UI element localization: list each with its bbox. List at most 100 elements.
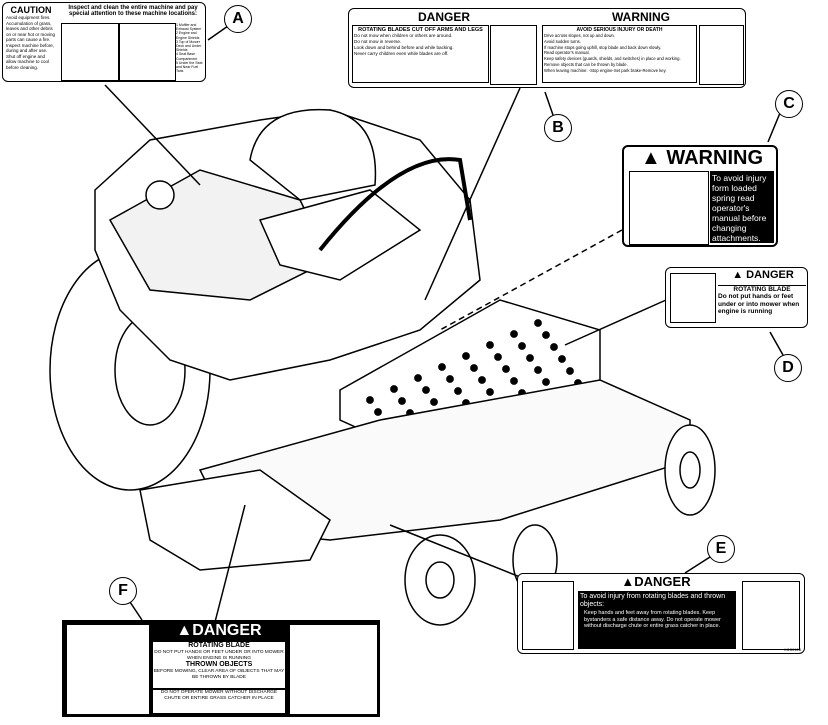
warning-item: Drive across slopes, not up and down. [544, 33, 615, 38]
platform-hole [526, 354, 534, 362]
platform-hole [446, 375, 454, 383]
danger-title: To avoid injury from rotating blades and… [580, 593, 726, 608]
thrown-objects-pictogram [742, 581, 800, 650]
platform-hole [430, 398, 438, 406]
blade-hand-foot-pictogram [522, 581, 574, 650]
alert-triangle-icon: ▲ [732, 269, 747, 281]
danger-signal-text: DANGER [192, 622, 262, 639]
blade-hand-foot-pictogram [670, 273, 716, 323]
danger-text: Keep hands and feet away from rotating b… [584, 610, 721, 629]
seat-cushion [258, 189, 422, 281]
platform-hole [542, 378, 550, 386]
caution-line: Inspect machine before, during and after… [6, 42, 55, 54]
danger-signal-text: DANGER [634, 574, 691, 589]
label-b-danger-warning: DANGER ROTATING BLADES CUT OFF ARMS AND … [348, 8, 746, 88]
platform-hole [398, 397, 406, 405]
platform-hole [390, 385, 398, 393]
hand-spring-pictogram [629, 171, 709, 245]
danger-signal: DANGER [417, 10, 470, 24]
platform-hole [470, 364, 478, 372]
platform-hole [486, 388, 494, 396]
discharge-chute-text: DO NOT OPERATE MOWER WITHOUT DISCHARGE C… [153, 690, 285, 713]
blade-hand-foot-pictogram [66, 624, 150, 715]
callout-a: A [224, 5, 252, 33]
label-code: M150128 [784, 647, 801, 652]
thrown-objects-title: THROWN OBJECTS [185, 661, 253, 668]
platform-hole [534, 366, 542, 374]
platform-hole [422, 386, 430, 394]
platform-hole [534, 319, 542, 327]
location-item: 4 Seat Base Compartment [176, 52, 198, 61]
machine-side-view-image [61, 23, 119, 81]
danger-signal: ▲DANGER [576, 574, 736, 589]
thrown-objects-text: BEFORE MOWING, CLEAR AREA OF OBJECTS THA… [153, 669, 285, 680]
control-lever [318, 157, 472, 252]
danger-item: Do not mow in reverse. [354, 39, 402, 44]
thrown-objects-pictogram [289, 624, 378, 715]
callout-b: B [544, 114, 572, 142]
fuel-cap [145, 180, 175, 210]
child-run-over-pictogram [490, 25, 537, 85]
callout-c: C [775, 90, 803, 118]
location-item: 2 Engine and Engine Shields [176, 31, 200, 40]
callout-e: E [707, 535, 735, 563]
machine-top-view-image [119, 23, 176, 81]
danger-signal: ▲DANGER [152, 622, 286, 640]
warning-signal: ▲ WARNING [628, 147, 776, 170]
platform-hole [374, 408, 382, 416]
warning-item: Read operator's manual. [544, 50, 590, 56]
platform-hole [462, 352, 470, 360]
rollover-pictogram [699, 25, 744, 85]
platform-hole [486, 341, 494, 349]
danger-item: Never carry children even while blades a… [354, 51, 449, 56]
alert-triangle-icon: ▲ [621, 574, 635, 589]
danger-title: ROTATING BLADES CUT OFF ARMS AND LEGS [358, 27, 483, 33]
warning-item: If machine stops going uphill, stop blad… [544, 44, 662, 50]
platform-hole [518, 342, 526, 350]
label-c-warning: ▲ WARNING To avoid injury form loaded sp… [622, 145, 778, 247]
danger-text: Do not put hands or feet under or into m… [718, 293, 800, 315]
label-a-caution: CAUTION Avoid equipment fires. Accumulat… [2, 2, 206, 82]
platform-hole [366, 396, 374, 404]
danger-item: Do not mow when children or others are a… [354, 33, 453, 38]
platform-hole [550, 343, 558, 351]
platform-hole [438, 363, 446, 371]
caution-line: Shut off engine and allow machine to coo… [6, 53, 50, 70]
danger-signal-text: DANGER [746, 269, 794, 281]
caution-heading: Inspect and clean the entire machine and… [68, 5, 198, 17]
warning-item: When leaving machine: -Stop engine-Set p… [544, 67, 667, 73]
label-e-danger: ▲DANGER To avoid injury from rotating bl… [517, 573, 805, 654]
label-f-danger: ▲DANGER ROTATING BLADE DO NOT PUT HANDS … [62, 620, 380, 717]
warning-item: Avoid sudden turns. [544, 38, 581, 44]
location-item: 3 Top of Mower Deck and Under Shields [176, 39, 202, 53]
warning-item: Keep safety devices (guards, shields, an… [544, 56, 681, 62]
platform-hole [414, 374, 422, 382]
platform-hole [510, 330, 518, 338]
platform-hole [502, 365, 510, 373]
warning-item: Remove objects that can be thrown by bla… [544, 61, 628, 67]
platform-hole [478, 376, 486, 384]
danger-signal: ▲ DANGER [718, 269, 808, 281]
discharge-chute [139, 469, 331, 571]
leader-lines [104, 25, 784, 623]
danger-title: ROTATING BLADE [733, 286, 791, 293]
location-item: 5 Under the Seat and Near Fuel Tank [176, 60, 203, 74]
seat-back [249, 108, 377, 201]
platform-hole [454, 387, 462, 395]
warning-signal: WARNING [612, 10, 670, 24]
caution-line: Avoid equipment fires. [6, 15, 51, 20]
caution-line: Accumulation of grass, leaves and other … [6, 20, 56, 43]
alert-triangle-icon: ▲ [176, 622, 193, 639]
danger-item: Look down and behind before and while ba… [354, 45, 454, 50]
warning-title: AVOID SERIOUS INJURY OR DEATH [576, 27, 663, 33]
rotating-blade-title: ROTATING BLADE [188, 642, 250, 649]
callout-d: D [774, 354, 802, 382]
label-d-danger: ▲ DANGER ROTATING BLADE Do not put hands… [665, 267, 808, 328]
platform-hole [566, 367, 574, 375]
caution-signal: CAUTION [10, 5, 52, 15]
callout-f: F [109, 577, 137, 605]
platform-hole [542, 331, 550, 339]
location-item: 1 Muffler and Exhaust System [176, 23, 202, 32]
